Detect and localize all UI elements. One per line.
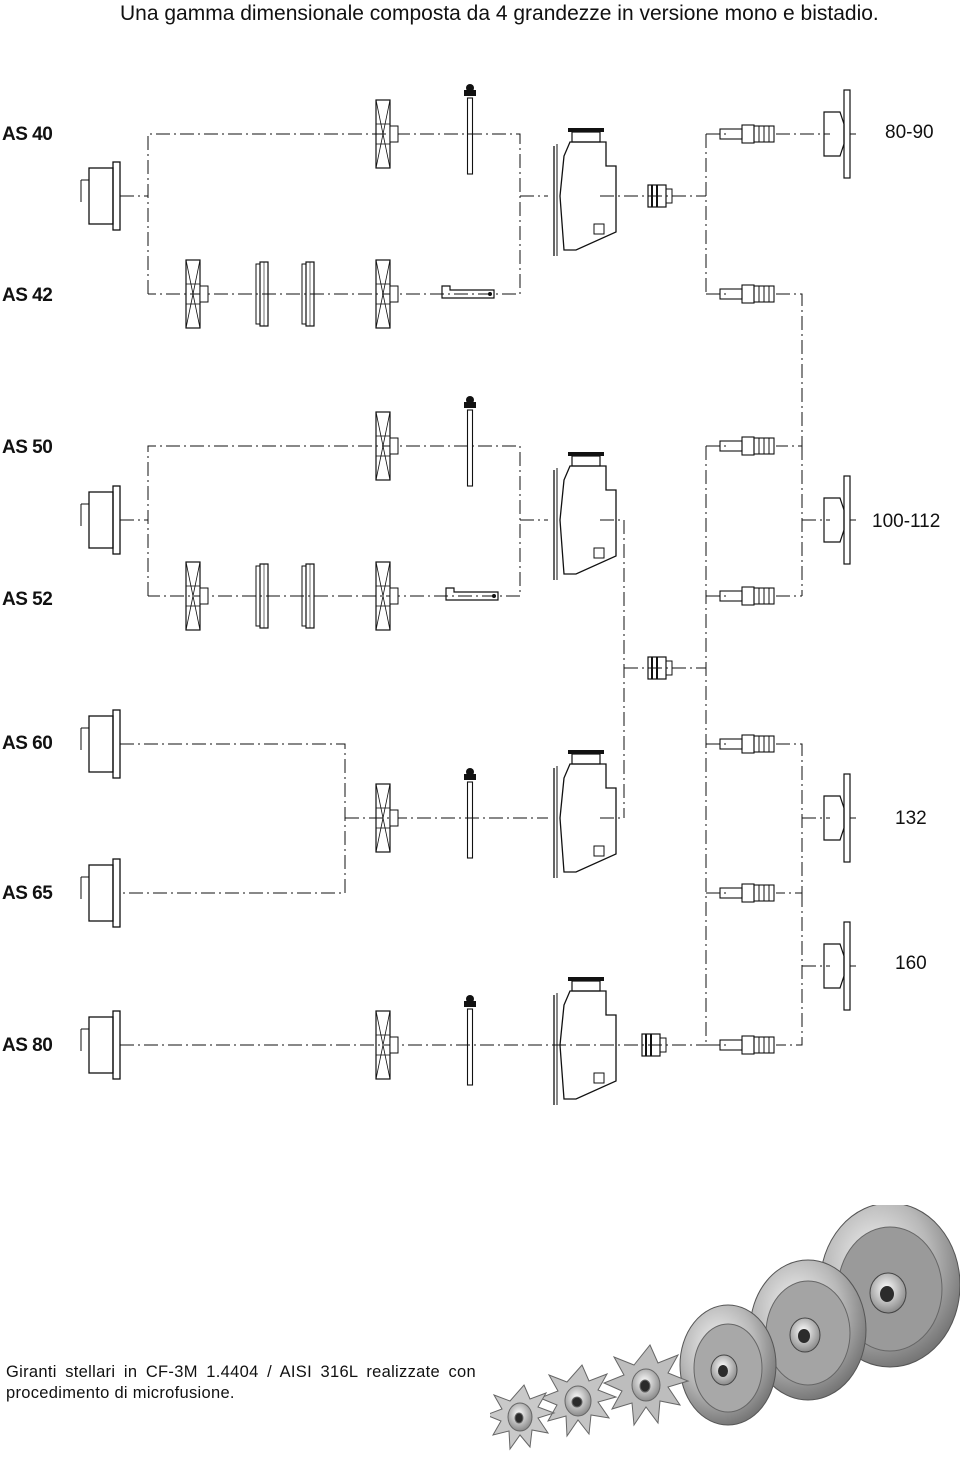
pump-casing-icon (553, 749, 617, 879)
shaft-icon (463, 994, 477, 1086)
pump-casing-icon (553, 127, 617, 257)
motor-size-label-132: 132 (895, 808, 927, 829)
shaft-icon (463, 83, 477, 175)
model-label-as60: AS 60 (2, 733, 53, 754)
model-label-as65: AS 65 (2, 883, 53, 904)
model-label-as42: AS 42 (2, 285, 53, 306)
pump-cover-icon (80, 709, 121, 779)
pump-assembly-diagram (80, 83, 857, 1106)
coupling-icon (719, 436, 775, 456)
motor-size-label-80-90: 80-90 (885, 122, 934, 143)
coupling-icon (719, 734, 775, 754)
model-label-as80: AS 80 (2, 1035, 53, 1056)
impeller-photo-5 (749, 1259, 867, 1401)
coupling-icon (719, 1035, 775, 1055)
coupling-icon (719, 586, 775, 606)
impeller-photo-1 (490, 1384, 556, 1451)
bracket-icon (445, 587, 499, 601)
motor-size-label-160: 160 (895, 953, 927, 974)
impeller-photo-2 (538, 1364, 618, 1438)
pump-cover-icon (80, 1010, 121, 1080)
caption-line-1: Giranti stellari in CF-3M 1.4404 / AISI … (6, 1363, 476, 1381)
model-label-as50: AS 50 (2, 437, 53, 458)
impellers-photo (490, 1205, 960, 1451)
pump-casing-icon (553, 451, 617, 581)
connection-lines (120, 133, 830, 1046)
shaft-icon (463, 395, 477, 487)
page-title: Una gamma dimensionale composta da 4 gra… (120, 2, 879, 25)
coupling-icon (719, 883, 775, 903)
pump-cover-icon (80, 161, 121, 231)
pump-casing-icon (553, 976, 617, 1106)
shaft-icon (463, 767, 477, 859)
impeller-photo-4 (679, 1304, 777, 1426)
model-label-as52: AS 52 (2, 589, 53, 610)
pump-cover-icon (80, 858, 121, 928)
bracket-icon (441, 285, 495, 299)
model-label-as40: AS 40 (2, 124, 53, 145)
caption-line-2: procedimento di microfusione. (6, 1384, 235, 1402)
pump-cover-icon (80, 485, 121, 555)
photo-caption: Giranti stellari in CF-3M 1.4404 / AISI … (6, 1362, 476, 1404)
impeller-photo-3 (602, 1344, 690, 1427)
coupling-icon (719, 124, 775, 144)
motor-size-label-100-112: 100-112 (872, 511, 941, 532)
coupling-icon (719, 284, 775, 304)
